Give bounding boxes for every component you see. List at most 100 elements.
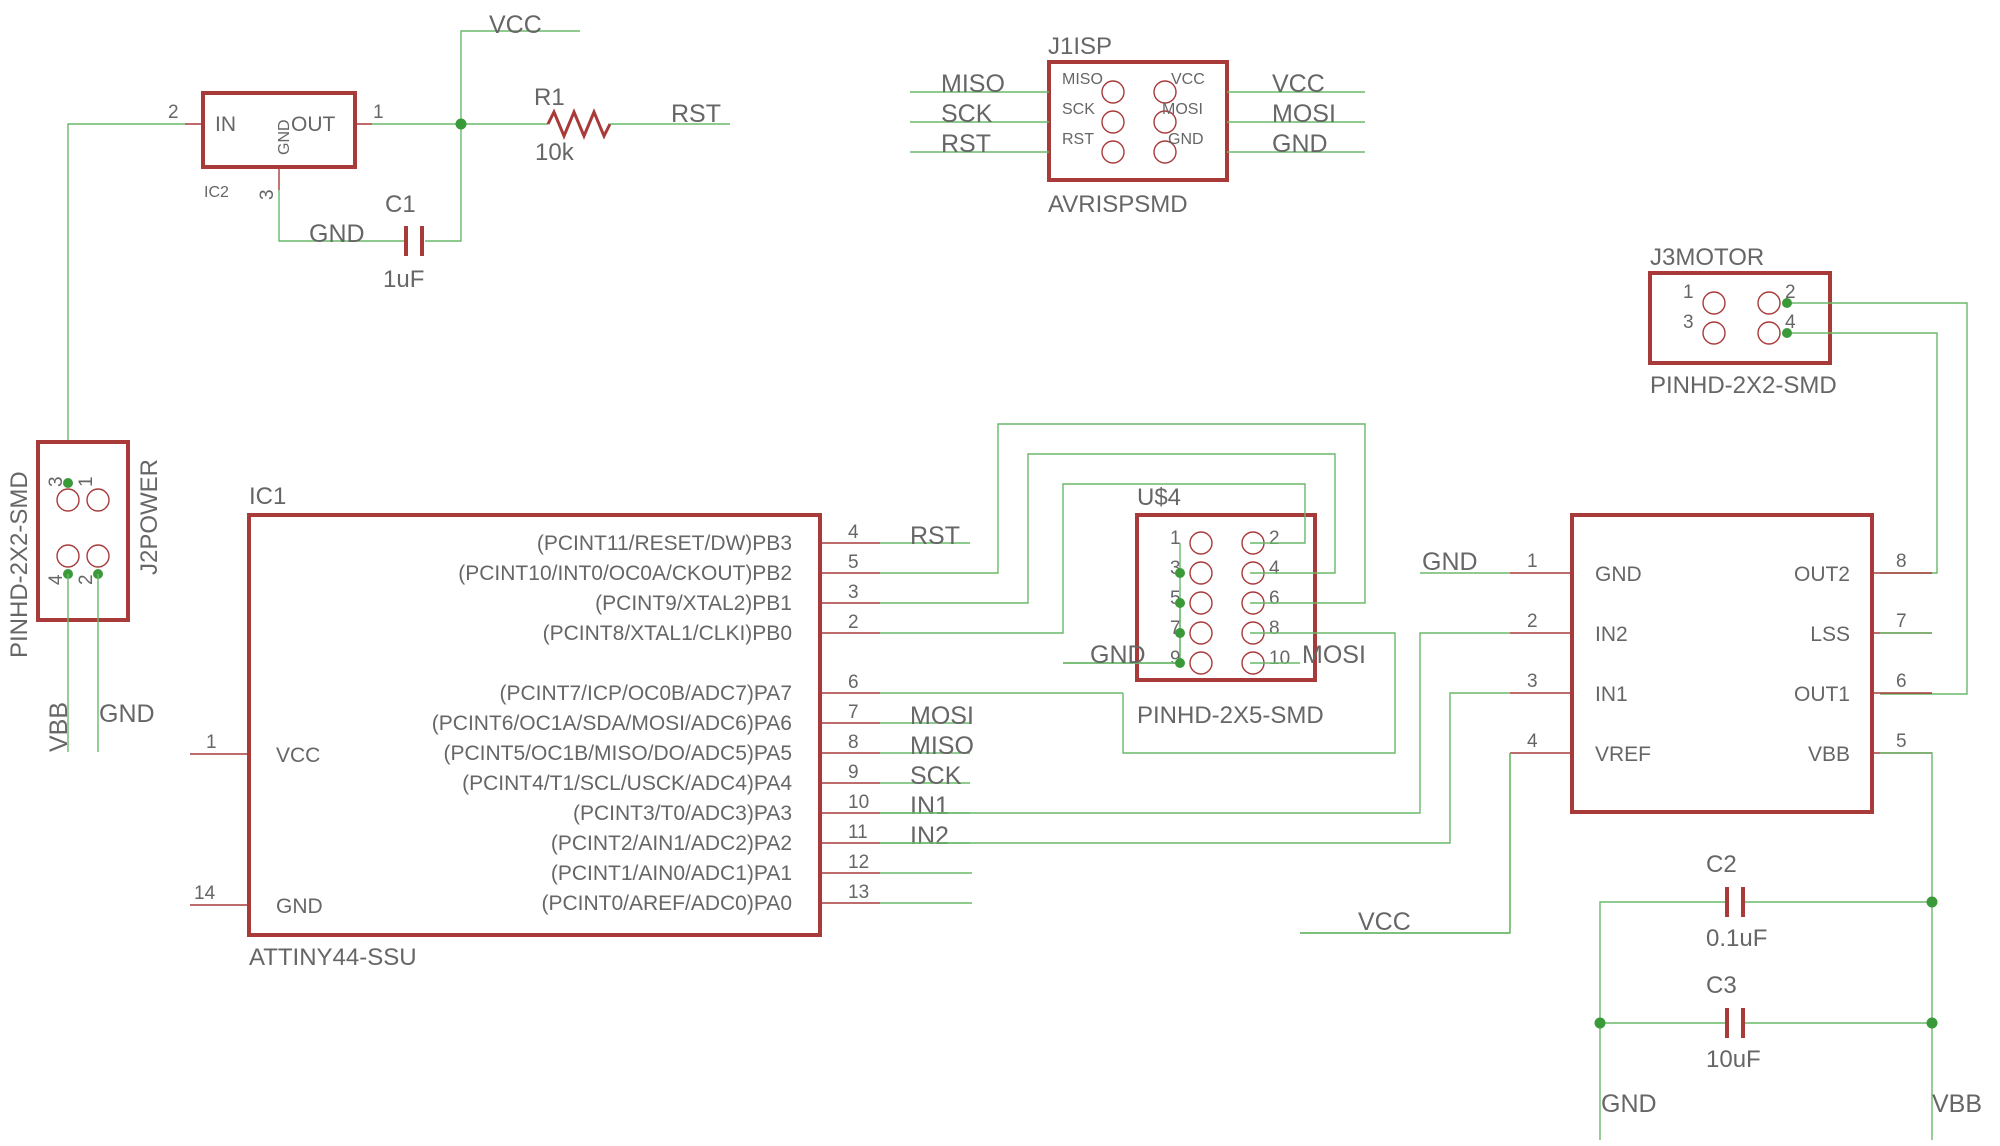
resistor-r1: R1 10k [534, 84, 612, 166]
u4-pin-10: 10 [1269, 648, 1290, 669]
ic1-pin-2-number: 2 [848, 612, 859, 633]
j1isp-net-miso: MISO [941, 70, 1005, 98]
ic1-pin-4-name: (PCINT11/RESET/DW)PB3 [537, 532, 792, 555]
u4-pin-4: 4 [1269, 558, 1280, 579]
j1isp-inner-rst: RST [1062, 131, 1094, 148]
driver-pin-5-name: VBB [1808, 743, 1850, 766]
driver-pin-7-number: 7 [1896, 611, 1907, 632]
driver-pin-6-name: OUT1 [1794, 683, 1850, 706]
driver-pin-6-number: 6 [1896, 671, 1907, 692]
j2power-pin-3: 3 [46, 476, 67, 487]
ic1-net-mosi: MOSI [910, 702, 974, 730]
driver-pin-8-number: 8 [1896, 551, 1907, 572]
driver-net-vcc: VCC [1358, 908, 1411, 936]
ic1-pin-11-number: 11 [848, 822, 868, 843]
u4-pin-3: 3 [1170, 558, 1181, 579]
net-label-vcc-top: VCC [489, 11, 542, 39]
microcontroller-ic1: IC1 ATTINY44-SSU 1 VCC 14 GND 4(PCINT11/… [190, 483, 974, 971]
j3motor-package: PINHD-2X2-SMD [1650, 372, 1837, 399]
capacitor-c1: C1 1uF [383, 191, 424, 293]
ic1-pin-1-name: VCC [276, 744, 320, 767]
driver-pin-8-name: OUT2 [1794, 563, 1850, 586]
ic1-pin-5-name: (PCINT10/INT0/OC0A/CKOUT)PB2 [458, 562, 792, 585]
ic1-pin-13-number: 13 [848, 882, 869, 903]
ic1-pin-14-name: GND [276, 895, 323, 918]
u4-pin-1: 1 [1170, 528, 1181, 549]
ic1-right-pins: 4 (PCINT11/RESET/DW)PB3 RST 5 (PCINT10/INT0/… [432, 522, 974, 915]
j1isp-inner-gnd: GND [1168, 131, 1204, 148]
ic1-pin-8-name: (PCINT5/OC1B/MISO/DO/ADC5)PA5 [443, 742, 792, 765]
driver-pin-2-name: IN2 [1595, 623, 1628, 646]
connector-j1isp: J1ISP AVRISPSMD MISO SCK RST VCC MOSI GN… [1047, 33, 1229, 218]
ic1-body [247, 513, 822, 937]
net-label-rst-r1: RST [671, 100, 721, 128]
regulator-ic2: IN OUT GND 2 1 3 IC2 [168, 91, 384, 201]
u4-body [1135, 513, 1317, 682]
j2power-body [36, 440, 130, 622]
u4-pin-8: 8 [1269, 618, 1280, 639]
j3motor-body [1648, 271, 1832, 365]
j2power-ref: J2POWER [136, 459, 163, 575]
u4-package: PINHD-2X5-SMD [1137, 702, 1324, 729]
j1isp-package: AVRISPSMD [1048, 191, 1188, 218]
regulator-pin-out-number: 1 [373, 102, 384, 123]
ic1-pin-8-number: 8 [848, 732, 859, 753]
j3motor-pin-3: 3 [1683, 312, 1694, 333]
c1-ref: C1 [385, 191, 416, 218]
driver-pin-4-number: 4 [1527, 731, 1538, 752]
ic1-pin-6-number: 6 [848, 672, 859, 693]
u4-pad [1189, 591, 1213, 615]
ic1-pin-7-name: (PCINT6/OC1A/SDA/MOSI/ADC6)PA6 [432, 712, 792, 735]
ic1-net-rst: RST [910, 522, 960, 550]
u4-pad [1189, 561, 1213, 585]
ic1-pin-11-name: (PCINT2/AIN1/ADC2)PA2 [551, 832, 792, 855]
ic1-ref: IC1 [249, 483, 286, 510]
j1isp-net-rst: RST [941, 130, 991, 158]
u4-net-mosi: MOSI [1302, 641, 1366, 669]
ic1-pin-5-number: 5 [848, 552, 859, 573]
u4-pin-9: 9 [1170, 648, 1181, 669]
j3motor-ref: J3MOTOR [1650, 244, 1764, 271]
driver-pin-1-number: 1 [1527, 551, 1538, 572]
ic1-pin-10-number: 10 [848, 792, 869, 813]
driver-pin-2-number: 2 [1527, 611, 1538, 632]
u4-ref: U$4 [1137, 484, 1181, 511]
driver-pin-7-name: LSS [1810, 623, 1850, 646]
j2power-pin-2: 2 [76, 574, 97, 585]
u4-pad [1189, 531, 1213, 555]
j2power-package: PINHD-2X2-SMD [6, 471, 33, 658]
j1isp-inner-mosi: MOSI [1162, 101, 1203, 118]
u4-pin-5: 5 [1170, 588, 1181, 609]
capacitor-c3: C3 10uF [1706, 972, 1761, 1073]
c1-value: 1uF [383, 266, 424, 293]
j3motor-pin-2: 2 [1785, 282, 1796, 303]
driver-pin-5-number: 5 [1896, 731, 1907, 752]
j1isp-net-mosi: MOSI [1272, 100, 1336, 128]
ic1-net-miso: MISO [910, 732, 974, 760]
ic1-pin-4-number: 4 [848, 522, 859, 543]
r1-value: 10k [535, 139, 575, 166]
j1isp-ref: J1ISP [1048, 33, 1112, 60]
regulator-in-label: IN [215, 113, 236, 136]
j1isp-inner-vcc: VCC [1171, 71, 1205, 88]
u4-pin-6: 6 [1269, 588, 1280, 609]
j3motor-pin-4: 4 [1785, 312, 1796, 333]
u4-pad [1189, 651, 1213, 675]
ic1-pin-12-number: 12 [848, 852, 869, 873]
ic1-net-sck: SCK [910, 762, 962, 790]
c3-value: 10uF [1706, 1046, 1761, 1073]
j1isp-net-vcc: VCC [1272, 70, 1325, 98]
ic1-pin-7-number: 7 [848, 702, 859, 723]
driver-body [1570, 513, 1874, 814]
connector-j2power: PINHD-2X2-SMD J2POWER 3 1 4 2 [6, 440, 163, 658]
ic1-pin-13-name: (PCINT0/AREF/ADC0)PA0 [542, 892, 793, 915]
u4-pad [1189, 621, 1213, 645]
j1isp-net-gnd: GND [1272, 130, 1328, 158]
ic1-pin-9-name: (PCINT4/T1/SCL/USCK/ADC4)PA4 [462, 772, 792, 795]
r1-ref: R1 [534, 84, 565, 111]
ic1-pin-2-name: (PCINT8/XTAL1/CLKI)PB0 [543, 622, 792, 645]
